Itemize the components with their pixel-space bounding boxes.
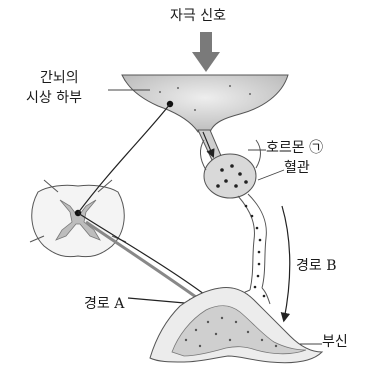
hypothalamus-label-line1: 간뇌의 [40, 70, 79, 87]
hypothalamus-shape [122, 75, 288, 132]
adrenal-gland [150, 288, 322, 363]
stimulus-arrow-icon [192, 32, 220, 72]
blood-vessel-label: 혈관 [284, 160, 310, 177]
adrenal-gland-label: 부신 [322, 334, 348, 351]
pathway-b-label: 경로 B [296, 258, 337, 275]
pathway-a-label: 경로 A [84, 296, 124, 313]
blood-vessel [234, 194, 270, 304]
pathway-b-arrow [282, 206, 290, 320]
stimulus-signal-label: 자극 신호 [170, 8, 226, 25]
hormone-label: 호르몬 ㉠ [266, 140, 323, 157]
spinal-cord-section [30, 180, 126, 257]
hypothalamus-label-line2: 시상 하부 [26, 90, 82, 107]
